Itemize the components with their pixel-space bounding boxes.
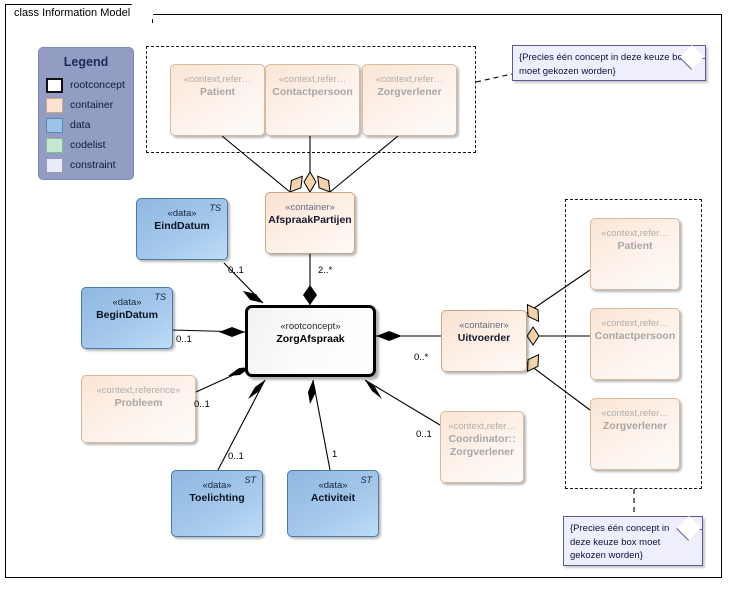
legend-swatch-data bbox=[46, 117, 63, 133]
node-stereotype: «data» bbox=[318, 480, 348, 491]
node-zorgafspraak[interactable]: «rootconcept» ZorgAfspraak bbox=[245, 305, 376, 377]
node-patient-right[interactable]: «context,refer… Patient bbox=[590, 218, 680, 290]
node-afspraakpartijen[interactable]: «container» AfspraakPartijen bbox=[265, 192, 355, 254]
node-stereotype: «context,refer… bbox=[183, 74, 252, 85]
note-fold-icon bbox=[692, 46, 705, 59]
legend-item-constraint: constraint bbox=[46, 155, 133, 175]
node-coordinator-zorgverlener[interactable]: «context,refer… Coordinator:: Zorgverlen… bbox=[440, 411, 524, 483]
node-name: Patient bbox=[199, 86, 235, 98]
multiplicity-probleem: 0..1 bbox=[194, 399, 210, 410]
node-corner-tag: TS bbox=[209, 203, 221, 213]
note-text: {Precies één concept in deze keuze box m… bbox=[570, 523, 670, 561]
node-name: Zorgverlener bbox=[602, 420, 668, 432]
node-activiteit[interactable]: ST «data» Activiteit bbox=[287, 470, 379, 537]
diagram-frame bbox=[5, 14, 722, 578]
note-bottom-constraint[interactable]: {Precies één concept in deze keuze box m… bbox=[563, 516, 703, 566]
multiplicity-activiteit: 1 bbox=[332, 449, 338, 460]
note-fold-icon bbox=[689, 517, 702, 530]
node-name: Patient bbox=[617, 240, 653, 252]
node-name: Toelichting bbox=[189, 492, 245, 504]
node-toelichting[interactable]: ST «data» Toelichting bbox=[171, 470, 263, 537]
node-probleem[interactable]: «context,reference» Probleem bbox=[81, 375, 196, 443]
node-stereotype: «context,refer… bbox=[601, 228, 669, 239]
node-name: BeginDatum bbox=[96, 309, 158, 321]
node-einddatum[interactable]: TS «data» EindDatum bbox=[136, 198, 228, 260]
legend-swatch-rootconcept bbox=[46, 77, 63, 93]
legend-title: Legend bbox=[63, 55, 109, 69]
node-name: EindDatum bbox=[154, 220, 210, 232]
node-name: ZorgAfspraak bbox=[276, 333, 345, 345]
node-name: Uitvoerder bbox=[457, 332, 511, 344]
node-stereotype: «context,refer… bbox=[278, 74, 347, 85]
multiplicity-coordinator: 0..1 bbox=[416, 429, 432, 440]
legend-label-codelist: codelist bbox=[70, 139, 106, 151]
node-uitvoerder[interactable]: «container» Uitvoerder bbox=[441, 310, 527, 372]
node-stereotype: «data» bbox=[112, 297, 142, 308]
legend-item-rootconcept: rootconcept bbox=[46, 75, 133, 95]
node-name: Activiteit bbox=[310, 492, 356, 504]
node-name: Coordinator:: bbox=[448, 433, 516, 445]
node-name: Zorgverlener bbox=[377, 86, 442, 98]
node-name: Contactpersoon bbox=[594, 330, 676, 342]
node-stereotype: «container» bbox=[459, 320, 509, 331]
node-corner-tag: TS bbox=[154, 292, 166, 302]
node-stereotype: «context,refer… bbox=[448, 421, 516, 432]
tab-slant-decoration bbox=[131, 4, 153, 24]
legend-label-container: container bbox=[70, 99, 114, 111]
node-corner-tag: ST bbox=[360, 475, 372, 485]
legend-label-constraint: constraint bbox=[70, 159, 116, 171]
multiplicity-afspraakpartijen: 2..* bbox=[318, 265, 333, 276]
legend-label-data: data bbox=[70, 119, 91, 131]
legend-panel: Legend rootconcept container data codeli… bbox=[38, 47, 134, 180]
node-stereotype: «context,refer… bbox=[601, 318, 669, 329]
node-stereotype: «data» bbox=[167, 208, 197, 219]
note-top-constraint[interactable]: {Precies één concept in deze keuze box m… bbox=[512, 45, 706, 81]
node-name: Contactpersoon bbox=[272, 86, 353, 98]
node-stereotype: «data» bbox=[202, 480, 232, 491]
multiplicity-uitvoerder: 0..* bbox=[414, 352, 429, 363]
page-title: class Information Model bbox=[14, 7, 131, 19]
node-stereotype: «container» bbox=[285, 202, 335, 213]
multiplicity-toelichting: 0..1 bbox=[228, 451, 244, 462]
node-contactpersoon-top[interactable]: «context,refer… Contactpersoon bbox=[265, 64, 360, 136]
legend-item-codelist: codelist bbox=[46, 135, 133, 155]
choice-group-right bbox=[565, 199, 702, 489]
node-begindatum[interactable]: TS «data» BeginDatum bbox=[81, 287, 173, 349]
note-text: {Precies één concept in deze keuze box m… bbox=[519, 52, 688, 77]
legend-list: rootconcept container data codelist cons… bbox=[46, 75, 133, 175]
legend-label-rootconcept: rootconcept bbox=[70, 79, 125, 91]
legend-item-data: data bbox=[46, 115, 133, 135]
node-patient-top[interactable]: «context,refer… Patient bbox=[170, 64, 265, 136]
node-stereotype: «context,refer… bbox=[601, 408, 669, 419]
diagram-title-tab: class Information Model bbox=[5, 4, 154, 24]
node-name: AfspraakPartijen bbox=[268, 214, 352, 226]
node-contactpersoon-right[interactable]: «context,refer… Contactpersoon bbox=[590, 308, 680, 380]
node-corner-tag: ST bbox=[244, 475, 256, 485]
multiplicity-begindatum: 0..1 bbox=[176, 334, 192, 345]
node-zorgverlener-top[interactable]: «context,refer… Zorgverlener bbox=[362, 64, 457, 136]
node-stereotype: «rootconcept» bbox=[280, 321, 341, 332]
node-name-line2: Zorgverlener bbox=[449, 446, 515, 458]
node-stereotype: «context,refer… bbox=[375, 74, 444, 85]
choice-group-top bbox=[146, 46, 476, 153]
legend-swatch-container bbox=[46, 97, 63, 113]
node-stereotype: «context,reference» bbox=[96, 385, 181, 396]
legend-swatch-constraint bbox=[46, 157, 63, 173]
legend-swatch-codelist bbox=[46, 137, 63, 153]
node-name: Probleem bbox=[114, 397, 163, 409]
legend-item-container: container bbox=[46, 95, 133, 115]
multiplicity-einddatum: 0..1 bbox=[228, 265, 244, 276]
node-zorgverlener-right[interactable]: «context,refer… Zorgverlener bbox=[590, 398, 680, 470]
